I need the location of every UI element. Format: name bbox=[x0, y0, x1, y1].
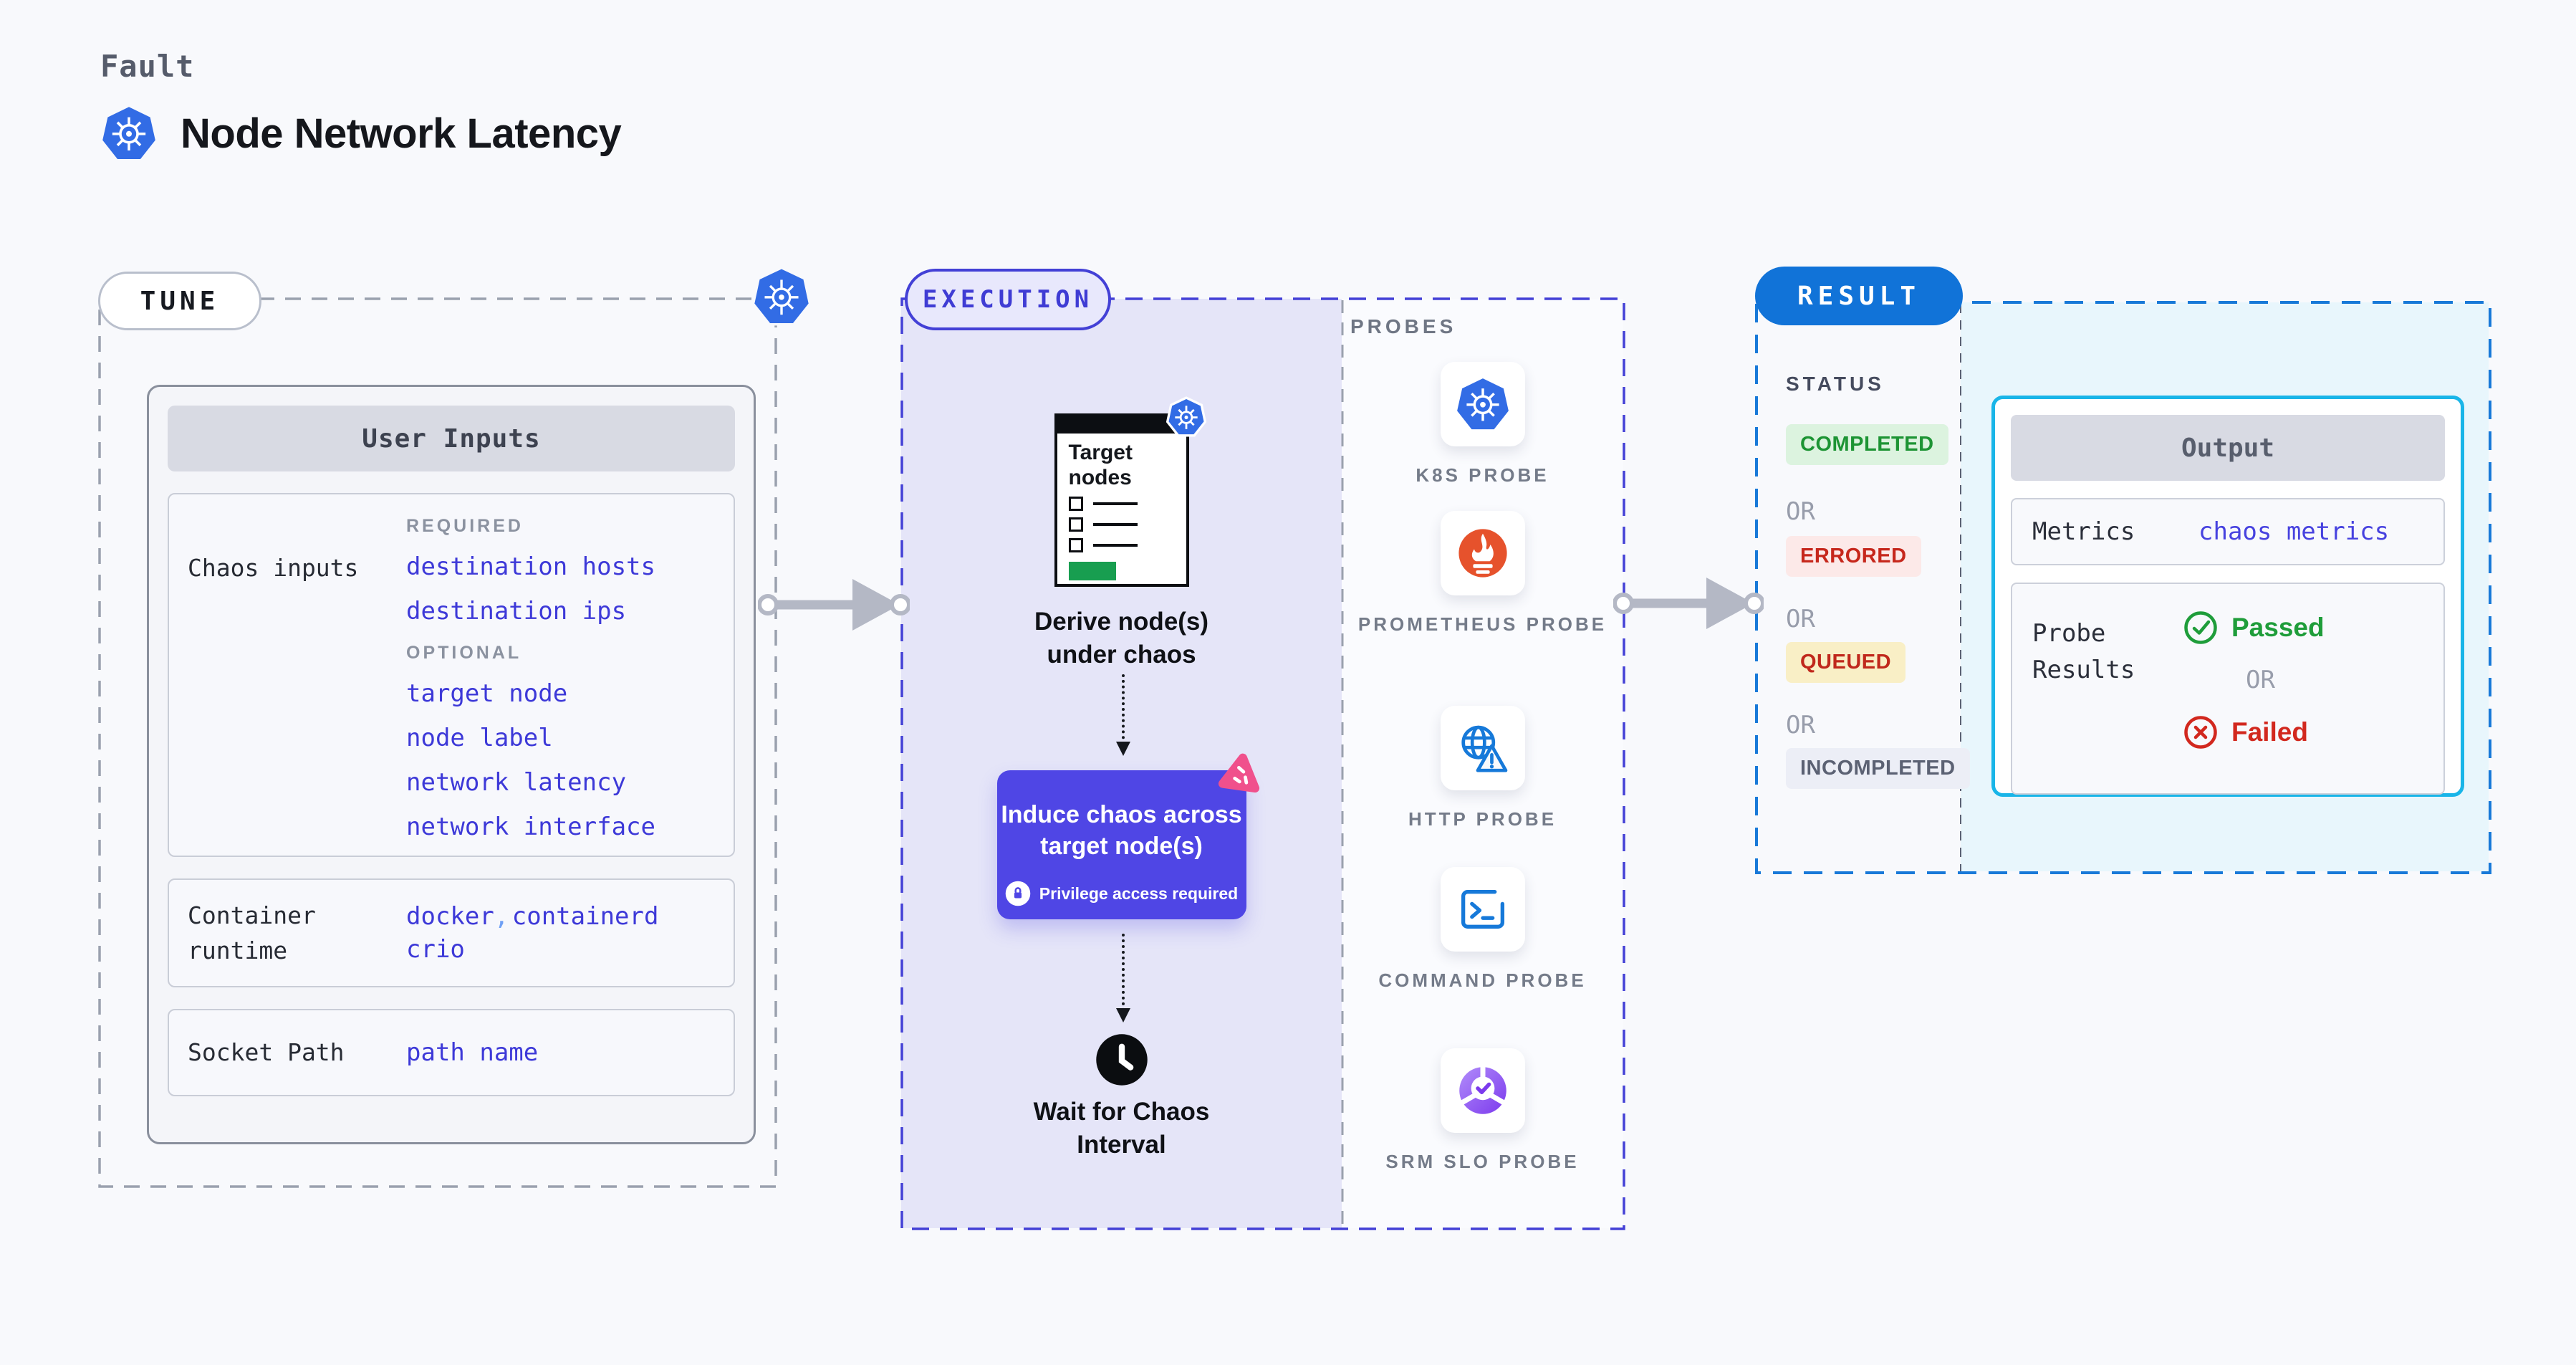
check-circle-icon bbox=[2183, 610, 2219, 646]
probe-prometheus: PROMETHEUS PROBE bbox=[1342, 511, 1623, 636]
metrics-row: Metrics chaos metrics bbox=[2011, 498, 2445, 565]
terminal-icon bbox=[1440, 867, 1525, 952]
link-docker[interactable]: docker bbox=[406, 902, 494, 931]
chaos-spark-icon bbox=[1216, 749, 1265, 798]
socket-path-row: Socket Path path name bbox=[168, 1009, 735, 1096]
probe-results-label: Probe Results bbox=[2032, 619, 2135, 684]
required-label: REQUIRED bbox=[406, 516, 524, 536]
metrics-value-link[interactable]: chaos metrics bbox=[2198, 517, 2390, 546]
probe-label: PROMETHEUS PROBE bbox=[1357, 613, 1607, 635]
probe-command: COMMAND PROBE bbox=[1342, 867, 1623, 992]
probe-results-values: Passed OR Failed bbox=[2183, 584, 2325, 793]
probe-label: HTTP PROBE bbox=[1408, 808, 1557, 830]
chaos-inputs-values: REQUIRED destination hosts destination i… bbox=[406, 494, 734, 856]
probe-srm-slo: SRM SLO PROBE bbox=[1342, 1048, 1623, 1174]
execution-flow: Target nodes Derive n bbox=[901, 299, 1342, 1228]
link-destination-hosts[interactable]: destination hosts bbox=[406, 552, 655, 581]
passed-label: Passed bbox=[2231, 613, 2325, 642]
tune-to-execution-arrow bbox=[758, 573, 910, 636]
result-pill: RESULT bbox=[1755, 267, 1963, 325]
checklist-item bbox=[1068, 538, 1186, 552]
fault-eyebrow: Fault bbox=[100, 49, 195, 84]
probe-http: HTTP PROBE bbox=[1342, 706, 1623, 831]
or-separator: OR bbox=[1786, 497, 1815, 526]
link-crio[interactable]: crio bbox=[406, 935, 465, 964]
kubernetes-icon bbox=[1440, 362, 1525, 446]
privilege-badge: Privilege access required bbox=[997, 881, 1246, 906]
kubernetes-icon bbox=[1166, 396, 1206, 438]
page-title-text: Node Network Latency bbox=[181, 110, 622, 157]
failed-label: Failed bbox=[2231, 717, 2308, 747]
slo-donut-check-icon bbox=[1440, 1048, 1525, 1133]
probe-label: K8S PROBE bbox=[1416, 464, 1549, 486]
link-network-latency[interactable]: network latency bbox=[406, 768, 627, 797]
page-title: Node Network Latency bbox=[100, 104, 622, 163]
http-globe-warning-icon bbox=[1440, 706, 1525, 790]
status-badge-errored: ERRORED bbox=[1786, 536, 1921, 577]
lock-icon bbox=[1005, 881, 1031, 906]
kubernetes-icon bbox=[100, 104, 158, 163]
status-heading: STATUS bbox=[1786, 373, 1885, 395]
comma-separator: , bbox=[494, 902, 509, 931]
execution-pill: EXECUTION bbox=[905, 269, 1111, 330]
execution-to-result-arrow bbox=[1613, 572, 1764, 635]
probe-results-row: Probe Results Passed OR bbox=[2011, 583, 2445, 795]
status-badge-completed: COMPLETED bbox=[1786, 424, 1948, 465]
container-runtime-row: Container runtime docker, containerd cri… bbox=[168, 878, 735, 987]
probe-k8s: K8S PROBE bbox=[1342, 362, 1623, 487]
induce-chaos-title: Induce chaos across target node(s) bbox=[1001, 801, 1242, 861]
derive-nodes-label: Derive node(s) under chaos bbox=[1034, 608, 1209, 669]
user-inputs-header: User Inputs bbox=[168, 406, 735, 471]
failed-row: Failed bbox=[2183, 714, 2325, 750]
wait-interval-label: Wait for Chaos Interval bbox=[1033, 1098, 1210, 1159]
or-separator: OR bbox=[2246, 666, 2275, 694]
metrics-label: Metrics bbox=[2032, 517, 2135, 546]
link-destination-ips[interactable]: destination ips bbox=[406, 597, 627, 626]
container-runtime-label: Container runtime bbox=[188, 901, 316, 965]
or-separator: OR bbox=[1786, 711, 1815, 739]
chaos-inputs-label: Chaos inputs bbox=[188, 554, 359, 582]
link-path-name[interactable]: path name bbox=[406, 1038, 539, 1067]
probe-label: COMMAND PROBE bbox=[1378, 969, 1587, 991]
target-nodes-title: Target nodes bbox=[1068, 441, 1133, 489]
clock-icon bbox=[1095, 1033, 1149, 1087]
optional-label: OPTIONAL bbox=[406, 643, 522, 663]
chaos-inputs-row: Chaos inputs REQUIRED destination hosts … bbox=[168, 493, 735, 857]
passed-row: Passed bbox=[2183, 610, 2325, 646]
probes-heading: PROBES bbox=[1350, 315, 1457, 337]
container-runtime-values: docker, containerd crio bbox=[406, 902, 734, 964]
output-header: Output bbox=[2011, 415, 2445, 481]
link-containerd[interactable]: containerd bbox=[511, 902, 659, 931]
socket-path-values: path name bbox=[406, 1038, 734, 1067]
link-node-label[interactable]: node label bbox=[406, 724, 553, 752]
induce-chaos-card: Induce chaos across target node(s) Privi… bbox=[996, 753, 1259, 919]
or-separator: OR bbox=[1786, 605, 1815, 633]
link-network-interface[interactable]: network interface bbox=[406, 813, 655, 841]
flow-arrow-down bbox=[1115, 674, 1130, 756]
x-circle-icon bbox=[2183, 714, 2219, 750]
checklist-item bbox=[1068, 517, 1186, 532]
tune-pill: TUNE bbox=[98, 272, 261, 330]
progress-bar bbox=[1068, 562, 1116, 580]
flow-arrow-down bbox=[1115, 934, 1130, 1022]
user-inputs-card: User Inputs Chaos inputs REQUIRED destin… bbox=[147, 385, 756, 1144]
target-nodes-card: Target nodes bbox=[1054, 396, 1206, 587]
checklist-item bbox=[1068, 497, 1186, 511]
prometheus-icon bbox=[1440, 511, 1525, 595]
status-badge-queued: QUEUED bbox=[1786, 642, 1906, 683]
socket-path-label: Socket Path bbox=[188, 1038, 345, 1067]
kubernetes-icon bbox=[751, 266, 812, 327]
status-badge-incompleted: INCOMPLETED bbox=[1786, 748, 1970, 789]
output-panel: Output Metrics chaos metrics Probe Resul… bbox=[1991, 396, 2464, 797]
link-target-node[interactable]: target node bbox=[406, 679, 568, 708]
privilege-badge-text: Privilege access required bbox=[1039, 883, 1239, 903]
probe-label: SRM SLO PROBE bbox=[1385, 1151, 1580, 1172]
